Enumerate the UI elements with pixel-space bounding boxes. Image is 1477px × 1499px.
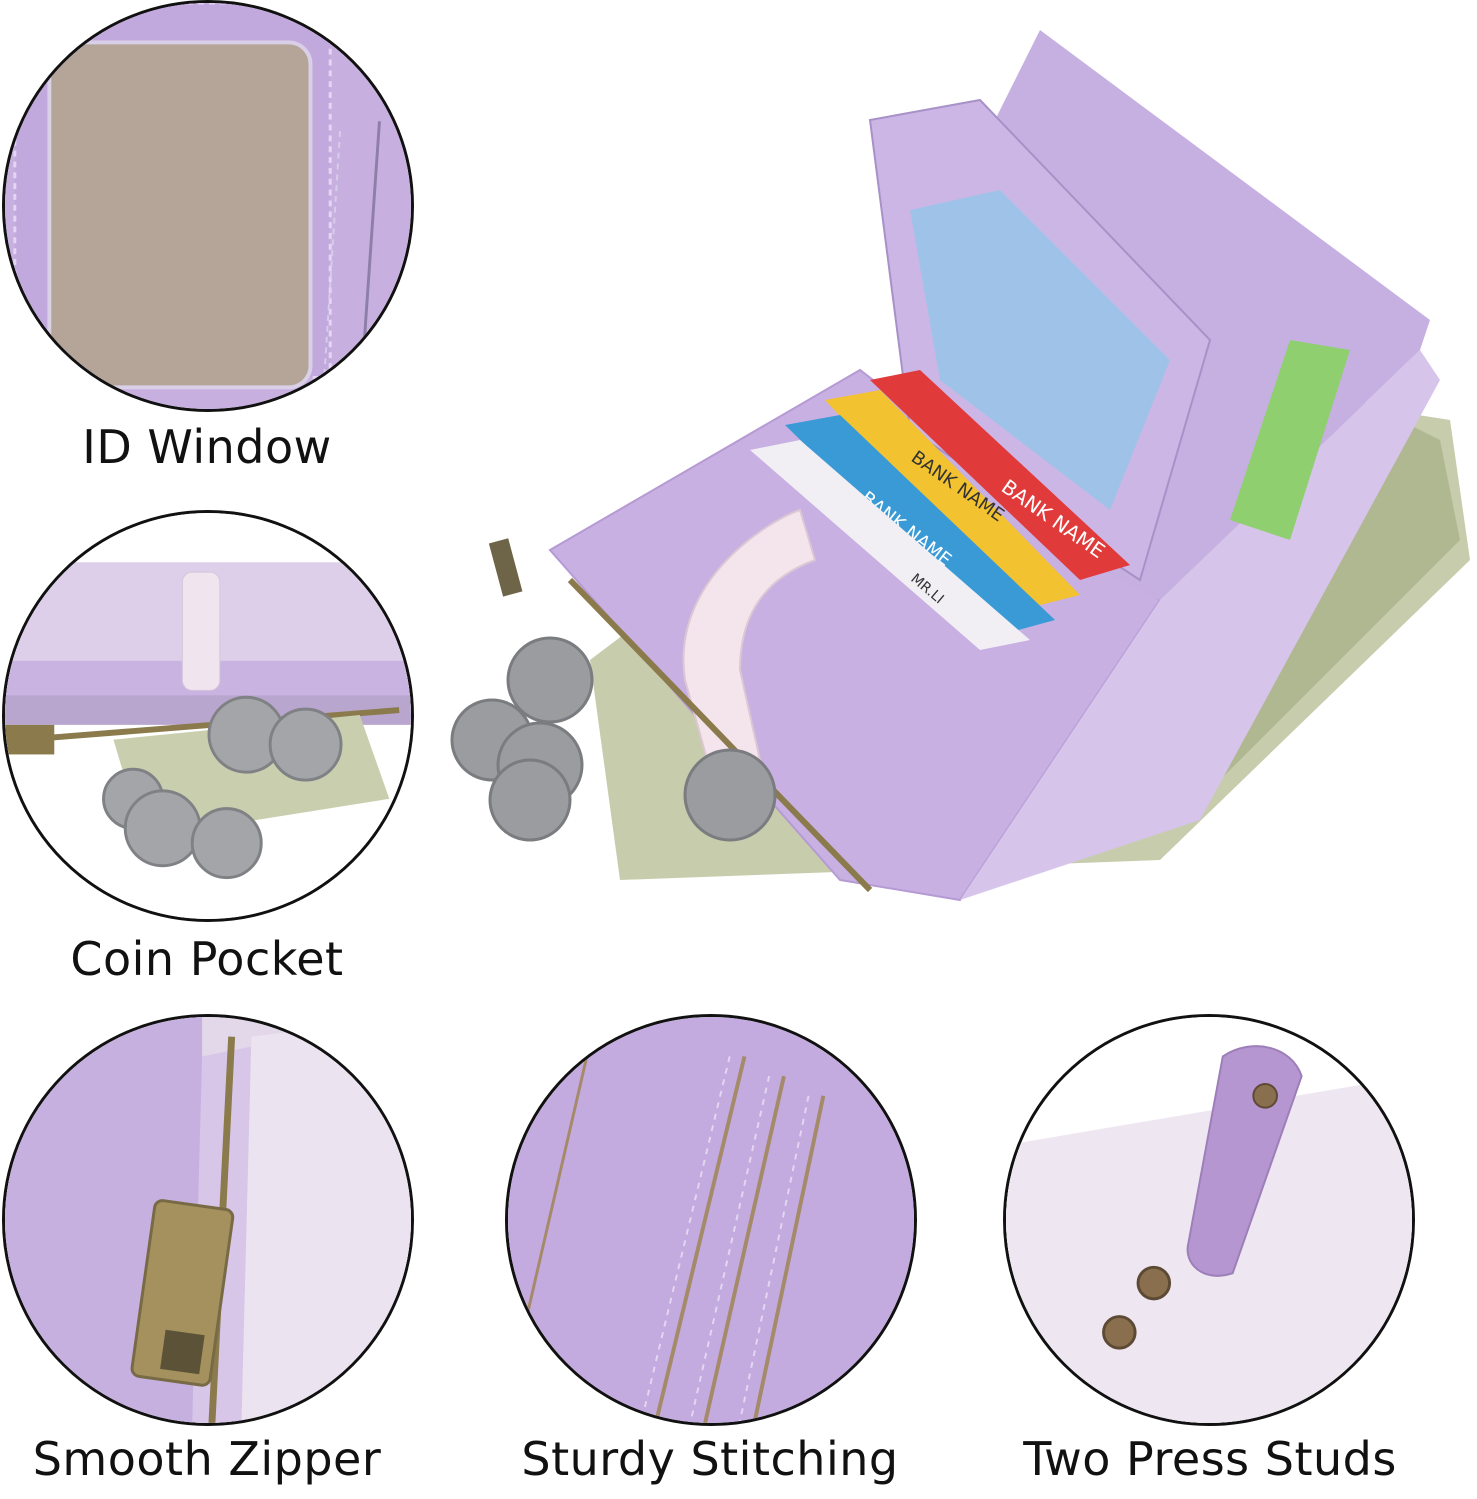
smooth-zipper-illustration <box>5 1017 411 1423</box>
coin-pocket-detail-image <box>2 510 414 922</box>
two-press-studs-caption: Two Press Studs <box>1023 1432 1397 1486</box>
two-press-studs-detail-image <box>1003 1014 1415 1426</box>
white-card <box>750 440 1030 650</box>
red-card <box>870 370 1130 580</box>
yellow-card <box>825 390 1080 610</box>
coin-pocket-caption: Coin Pocket <box>70 932 344 986</box>
blue-card <box>785 415 1055 635</box>
coin-pocket-illustration <box>5 513 411 919</box>
two-press-studs-illustration <box>1006 1017 1412 1423</box>
id-window-illustration <box>5 3 411 409</box>
smooth-zipper-detail-image <box>2 1014 414 1426</box>
zipper-pull <box>488 538 523 597</box>
snap-strap <box>682 508 817 772</box>
sturdy-stitching-caption: Sturdy Stitching <box>521 1432 899 1486</box>
sturdy-stitching-detail-image <box>505 1014 917 1426</box>
sturdy-stitching-illustration <box>508 1017 914 1423</box>
smooth-zipper-caption: Smooth Zipper <box>32 1432 382 1486</box>
wallet-main-photo: BANK NAME BANK NAME BANK NAME MR.LI <box>450 30 1470 902</box>
press-stud-1 <box>1136 1265 1172 1301</box>
id-window-detail-image <box>2 0 414 412</box>
id-window-caption: ID Window <box>82 420 332 474</box>
press-stud-2 <box>1102 1315 1137 1350</box>
zipper-pull-large <box>130 1199 235 1387</box>
